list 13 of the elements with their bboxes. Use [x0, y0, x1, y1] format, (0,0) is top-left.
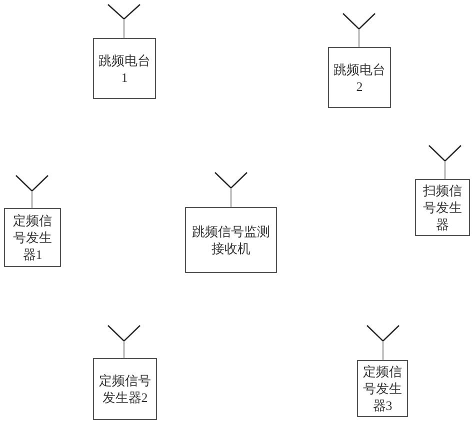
device-box — [93, 38, 156, 99]
device-box — [93, 358, 157, 420]
device-box — [4, 208, 61, 267]
box-label: 定频信号发生器1 — [12, 212, 53, 263]
box-label: 定频信号发生器3 — [362, 363, 403, 414]
device-box — [415, 179, 470, 236]
device-box — [185, 207, 277, 273]
box-label: 跳频电台2 — [332, 60, 386, 94]
box-label: 扫频信号发生器 — [422, 182, 463, 233]
box-label: 定频信号发生器2 — [98, 372, 152, 406]
box-label: 跳频电台1 — [98, 52, 152, 86]
box-label: 跳频信号监测接收机 — [191, 223, 271, 257]
device-box — [328, 47, 391, 108]
